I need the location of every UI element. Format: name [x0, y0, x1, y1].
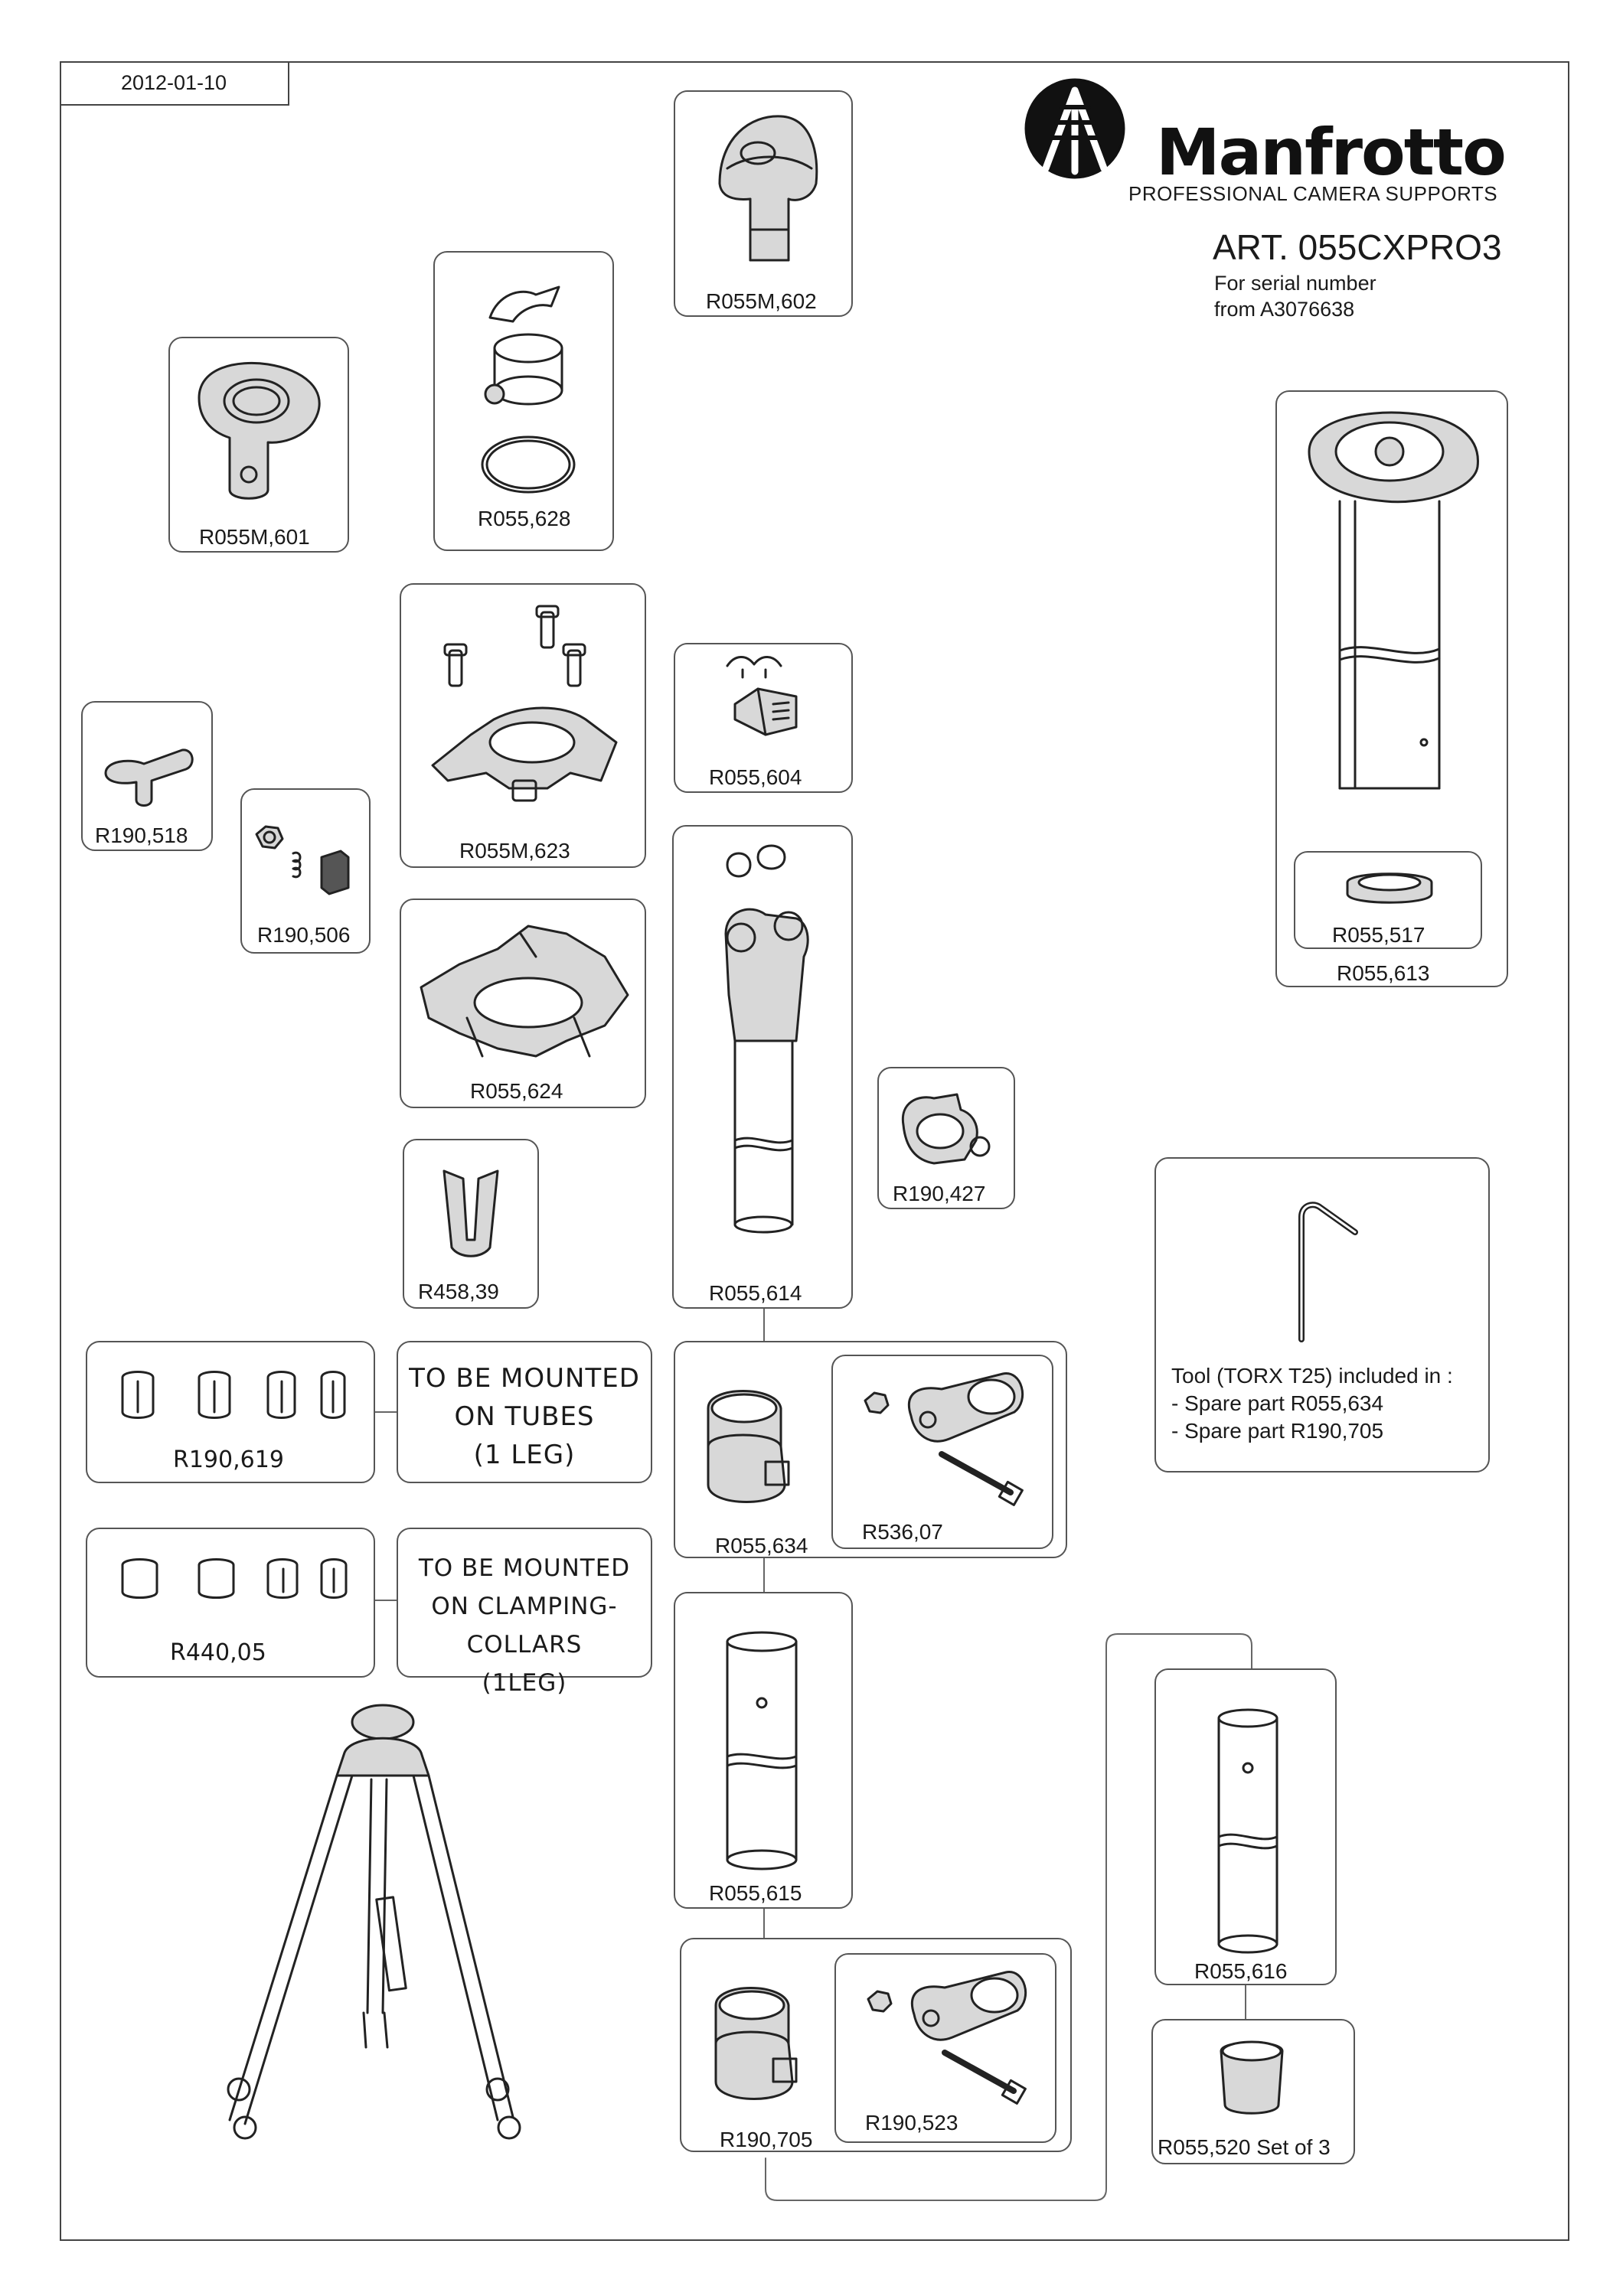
lower-leg-section-icon: [1217, 1708, 1278, 1954]
tube-shims-icon: [121, 1371, 346, 1419]
part-box-r458-39[interactable]: [403, 1139, 539, 1309]
connector-line: [763, 1309, 765, 1341]
part-label: R055,613: [1337, 961, 1430, 985]
part-box-r055-615[interactable]: [674, 1592, 853, 1909]
note-line: ON TUBES: [454, 1401, 595, 1432]
serial-line-2: from A3076638: [1214, 298, 1355, 321]
head-housing-icon: [718, 115, 818, 262]
torx-key-icon: [1298, 1202, 1358, 1342]
collar-shims-icon: [121, 1558, 348, 1599]
clamp-set-icon: [481, 285, 576, 494]
part-label: R055,616: [1194, 1959, 1288, 1983]
middle-leg-section-icon: [726, 1631, 798, 1870]
connector-line: [763, 1909, 765, 1939]
foot-clip-icon: [442, 1169, 499, 1257]
part-box-r055-614[interactable]: [672, 825, 853, 1309]
part-label: R536,07: [862, 1520, 943, 1544]
drawing-frame: [60, 61, 1569, 2241]
brand-tagline: PROFESSIONAL CAMERA SUPPORTS: [1128, 182, 1498, 205]
part-box-r055-628[interactable]: [433, 251, 614, 551]
note-collars: TO BE MOUNTED ON CLAMPING-COLLARS (1LEG): [397, 1549, 652, 1702]
part-label: R055M,602: [706, 289, 817, 313]
part-label: R440,05: [170, 1639, 266, 1666]
lever-and-screw-icon: [864, 1372, 1024, 1506]
part-label: R190,619: [173, 1446, 284, 1473]
part-label: R055,517: [1332, 923, 1425, 947]
connector-line: [1245, 1985, 1246, 2020]
part-label: R055,624: [470, 1079, 563, 1103]
upper-leg-with-hinge-icon: [724, 844, 809, 1234]
connector-line: [375, 1600, 398, 1601]
article-number: ART. 055CXPRO3: [1213, 227, 1502, 267]
note-line: TO BE MOUNTED: [409, 1363, 640, 1394]
leg-spider-icon: [420, 925, 629, 1058]
locking-knob-icon: [104, 748, 194, 807]
part-label: R190,523: [865, 2111, 958, 2135]
part-label: R055,520 Set of 3: [1158, 2135, 1331, 2159]
spider-with-screws-icon: [431, 605, 618, 802]
group-bracket-line: [765, 1633, 1252, 2201]
part-label: R458,39: [418, 1280, 499, 1303]
part-label: R055,628: [478, 507, 571, 530]
rubber-foot-icon: [1220, 2040, 1284, 2115]
part-label: R055M,623: [459, 839, 570, 863]
part-box-r440-05[interactable]: [86, 1528, 375, 1678]
tool-line-2: - Spare part R055,634: [1171, 1391, 1384, 1415]
connector-line: [763, 1558, 765, 1593]
tool-line-1: Tool (TORX T25) included in :: [1171, 1364, 1453, 1388]
head-base-icon: [198, 361, 321, 500]
part-label: R190,506: [257, 923, 351, 947]
date-stamp: 2012-01-10: [60, 61, 289, 106]
leg-lock-icon: [714, 1987, 798, 2100]
clamp-ring-icon: [901, 1093, 991, 1165]
note-line: (1LEG): [482, 1669, 567, 1697]
part-label: R190,705: [720, 2128, 813, 2151]
part-box-r055-616[interactable]: [1154, 1668, 1337, 1985]
part-label: R055M,601: [199, 525, 310, 549]
note-line: (1 LEG): [473, 1440, 576, 1470]
leg-lock-icon: [707, 1390, 790, 1503]
note-tubes: TO BE MOUNTED ON TUBES (1 LEG): [397, 1359, 652, 1474]
serial-line-1: For serial number: [1214, 272, 1376, 295]
tool-line-3: - Spare part R190,705: [1171, 1419, 1384, 1443]
note-line: ON CLAMPING-COLLARS: [431, 1593, 618, 1658]
lever-lock-icon: [726, 656, 798, 736]
part-label: R055,615: [709, 1881, 802, 1905]
serial-info: For serial number from A3076638: [1214, 270, 1376, 322]
nut-spring-pad-icon: [255, 825, 350, 895]
brand-name: Manfrotto: [1156, 115, 1507, 190]
note-box-collars: [397, 1528, 652, 1678]
part-label: R055,604: [709, 765, 802, 789]
part-label: R055,634: [715, 1534, 808, 1557]
tool-note: Tool (TORX T25) included in : - Spare pa…: [1171, 1362, 1453, 1445]
connector-line: [375, 1411, 398, 1413]
center-column-icon: [1308, 411, 1479, 790]
part-label: R190,427: [893, 1182, 986, 1205]
manfrotto-tripod-logo: [1024, 78, 1125, 179]
part-label: R055,614: [709, 1281, 802, 1305]
part-label: R190,518: [95, 823, 188, 847]
tripod-overview-icon: [227, 1704, 521, 2140]
column-bushing-icon: [1346, 872, 1433, 904]
lever-and-screw-icon: [867, 1971, 1027, 2105]
note-line: TO BE MOUNTED: [418, 1554, 631, 1582]
note-box-tubes: [397, 1341, 652, 1483]
